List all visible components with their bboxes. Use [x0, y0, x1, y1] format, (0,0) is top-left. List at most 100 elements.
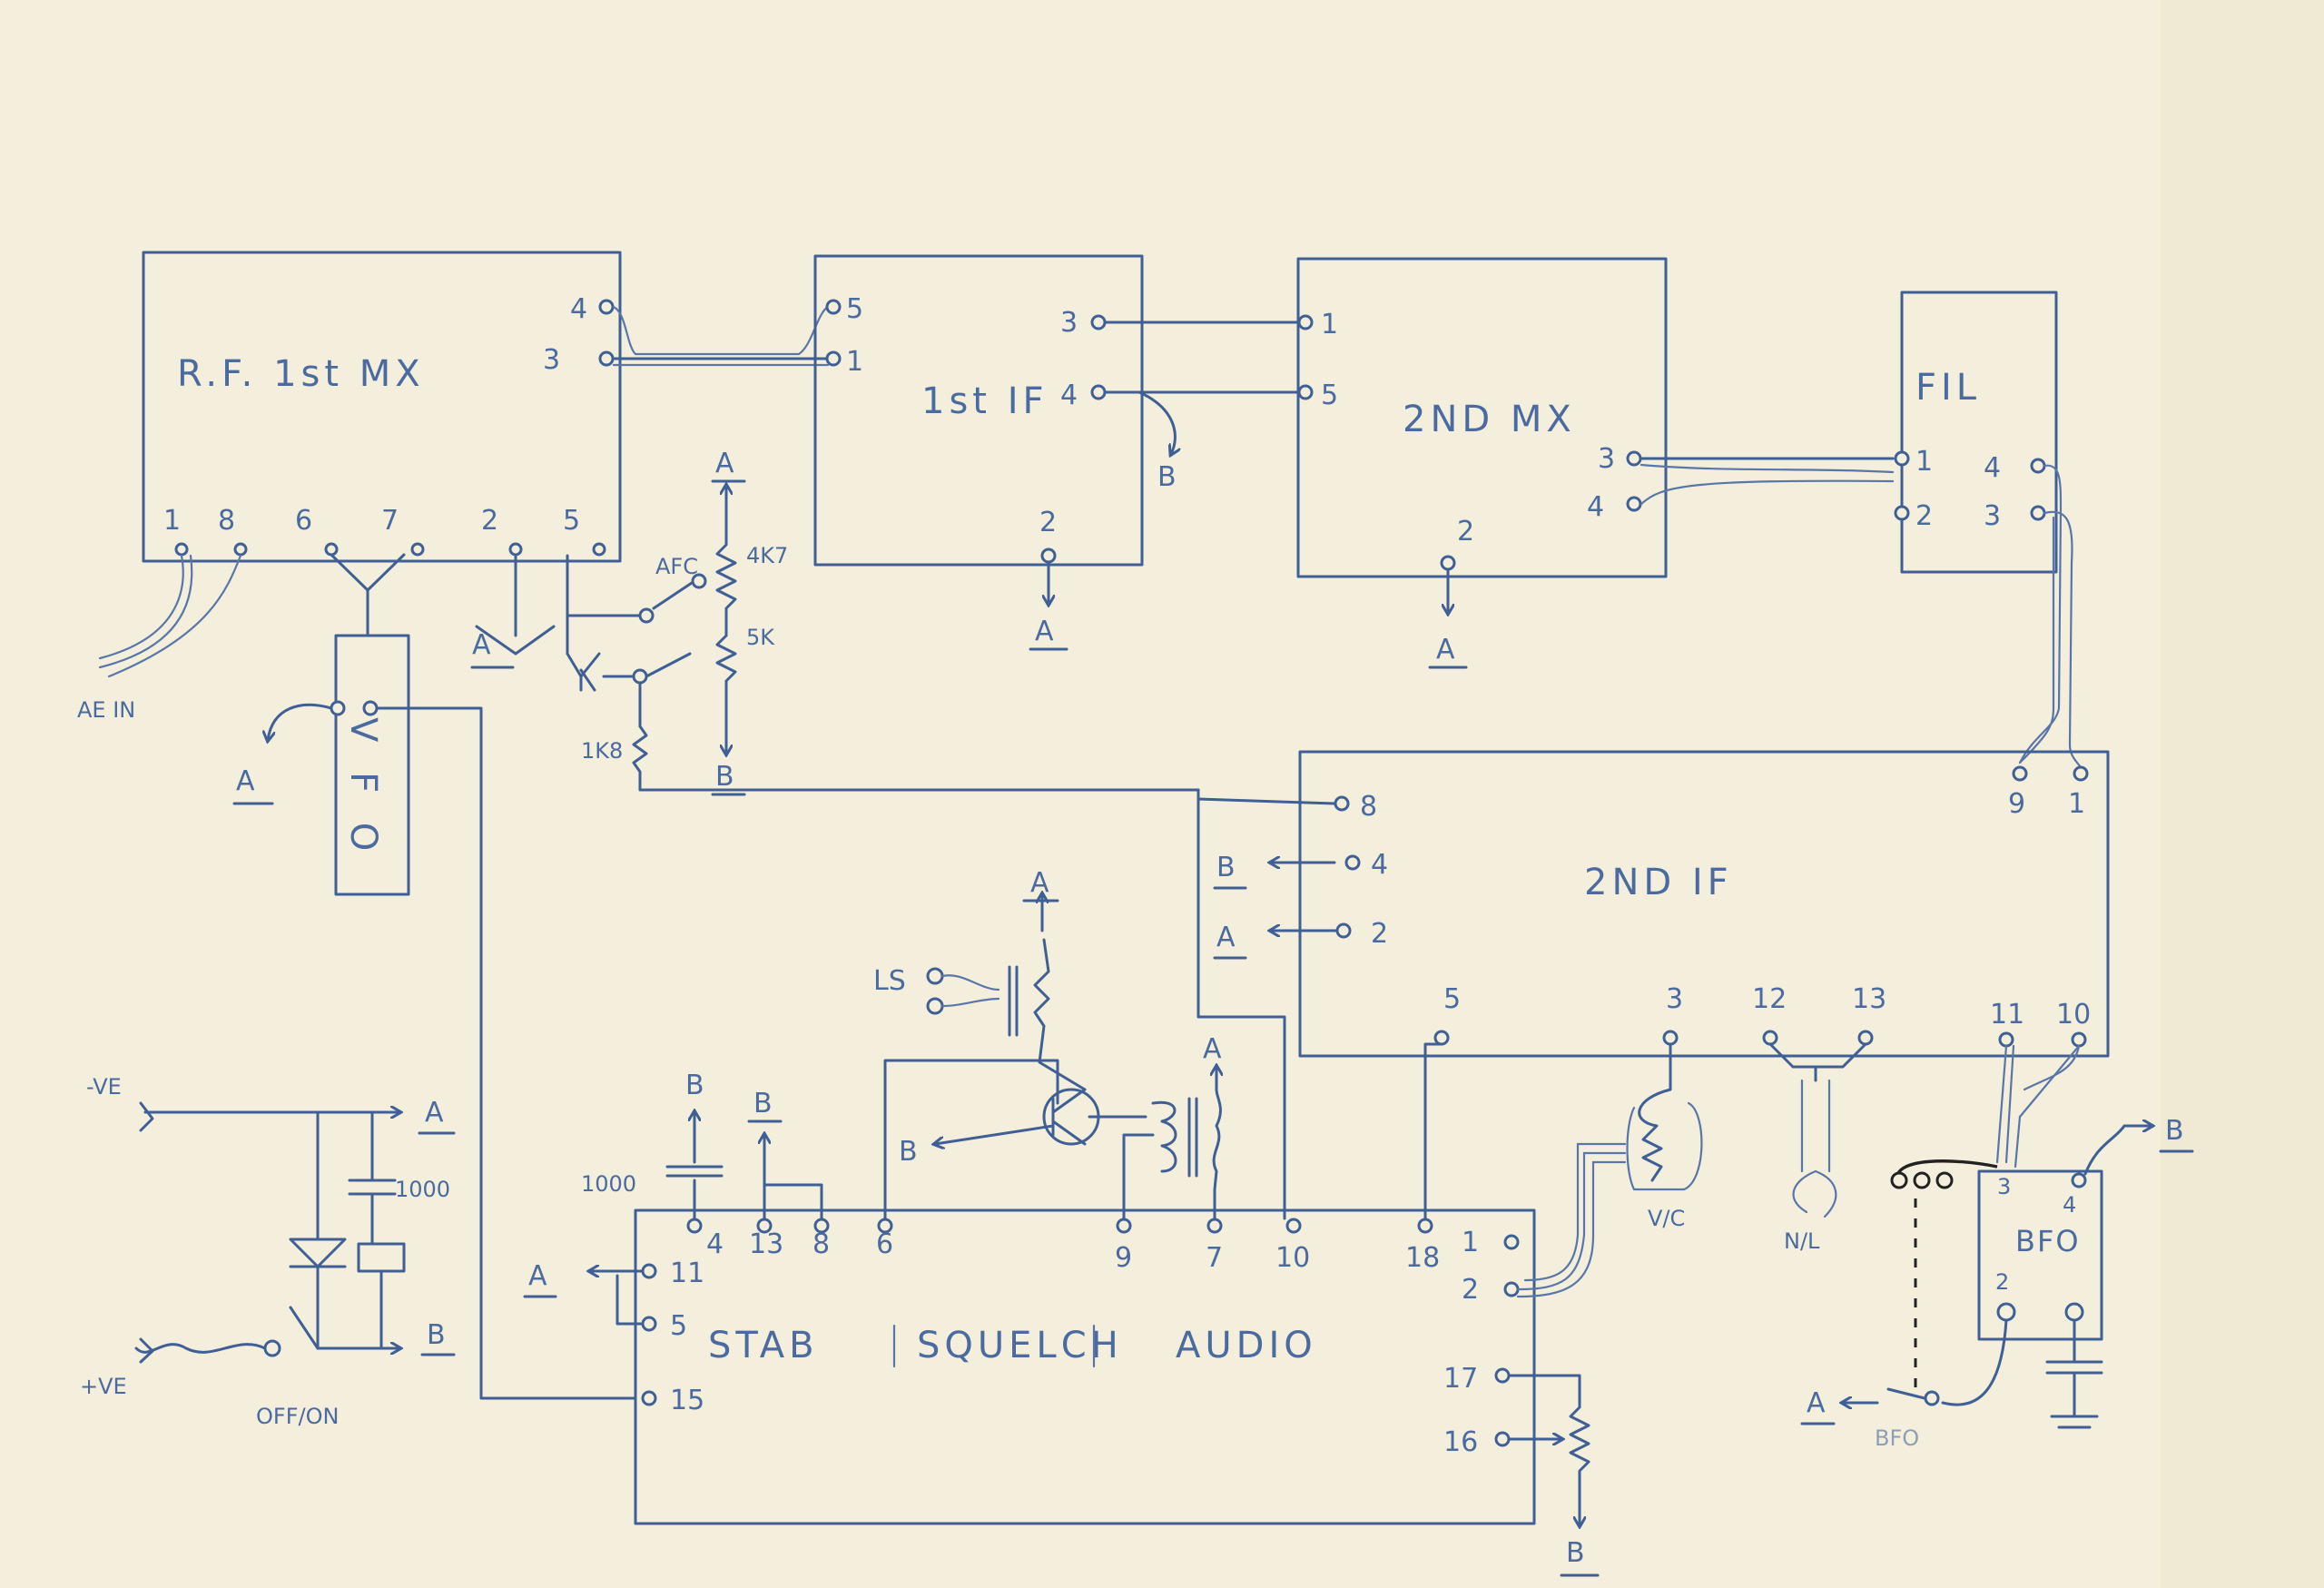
paper-edge-shade	[2161, 0, 2324, 1588]
audio-pin-17: 17	[1443, 1363, 1478, 1395]
mx2-pin-1: 1	[1321, 309, 1338, 340]
if1-pin-4: 4	[1060, 380, 1078, 411]
if2-pin10-lead	[2023, 1044, 2081, 1091]
volume-control-label: V/C	[1648, 1206, 1685, 1231]
afc-network: AFC 1K8 4K7 5K A B	[566, 448, 1200, 796]
block-audio: STAB SQUELCH AUDIO 4 13 8 6 9 7 10 18 11…	[523, 867, 1867, 1577]
rf-pin-4: 4	[570, 293, 587, 325]
audio-pin13-rail-b: B	[753, 1088, 773, 1119]
supply-rail-b: B	[427, 1319, 446, 1351]
negative-supply-label: -VE	[86, 1074, 122, 1100]
coax-rf-to-if1	[612, 305, 830, 367]
power-section: -VE A 1000 B +VE OFF/ON	[80, 1074, 456, 1429]
stab-label: STAB	[708, 1325, 819, 1366]
audio-pin-8: 8	[812, 1228, 830, 1260]
mx2-pin-5: 5	[1321, 380, 1338, 411]
bfo-switch-label: BFO	[1875, 1425, 1919, 1451]
c-1000-audio-label: 1000	[581, 1171, 636, 1197]
vfo-label: V F O	[342, 717, 384, 860]
audio18-to-if2-5	[1423, 1042, 1443, 1221]
fil-pin-2: 2	[1915, 500, 1933, 532]
if2-pin-4: 4	[1371, 849, 1388, 881]
audio-pin-16: 16	[1443, 1426, 1478, 1458]
fil-pin-3: 3	[1984, 500, 2001, 532]
audio-pin-1: 1	[1462, 1227, 1479, 1258]
antenna-input: AE IN	[77, 554, 242, 723]
ls-rail-a: A	[1030, 867, 1049, 899]
if1-pin-5: 5	[846, 293, 863, 325]
if2-pin8-to-audio-10	[1196, 788, 1286, 1220]
audio-rail-a: A	[528, 1260, 547, 1292]
transistor-rail-b: B	[899, 1136, 918, 1168]
pot-rail-a: A	[715, 448, 734, 479]
mx2-label: 2ND MX	[1403, 399, 1576, 440]
bfo-rail-b: B	[2165, 1115, 2184, 1147]
audio-pin-7: 7	[1206, 1242, 1223, 1274]
audio-pin-13: 13	[749, 1228, 783, 1260]
mx2-rail-a: A	[1436, 634, 1455, 666]
filter-label: FIL	[1915, 367, 1981, 409]
audio-pin-2: 2	[1462, 1274, 1479, 1306]
rf-pin-3: 3	[543, 344, 560, 376]
audio-pin-6: 6	[876, 1228, 893, 1260]
noise-limiter-label: N/L	[1784, 1228, 1820, 1254]
if2-label: 2ND IF	[1584, 862, 1733, 903]
if2-pin-13: 13	[1852, 983, 1886, 1015]
audio-pin-15: 15	[670, 1385, 704, 1416]
squelch-rail-b: B	[1566, 1537, 1585, 1569]
block-mx2: 2ND MX 1 5 3 4 2 A	[1296, 257, 1668, 669]
squelch-label: SQUELCH	[917, 1325, 1123, 1366]
if2-pin-9: 9	[2008, 788, 2025, 820]
vfo-feed	[330, 553, 406, 637]
rf-pin-2: 2	[481, 505, 498, 537]
ls-label: LS	[873, 965, 906, 997]
if2-pin-2: 2	[1371, 918, 1388, 950]
if2-pin-10: 10	[2056, 999, 2091, 1031]
r-5k-label: 5K	[746, 625, 775, 650]
rail-a-label: A	[472, 629, 491, 661]
positive-supply-label: +VE	[80, 1374, 127, 1399]
rf-pin-6: 6	[295, 505, 312, 537]
bfo-pin-3: 3	[1997, 1174, 2011, 1199]
if2-pin-3: 3	[1666, 983, 1683, 1015]
rf-pin2-to-a: A	[470, 553, 556, 669]
audio-pin-11: 11	[670, 1258, 704, 1289]
rf-pin-5: 5	[563, 505, 580, 537]
block-vfo: V F O A	[232, 634, 637, 1400]
vfo-to-pin15	[375, 706, 637, 1400]
block-bfo: BFO 3 4 2 B A BFO	[1800, 1044, 2194, 1451]
bfo-pin-2: 2	[1995, 1269, 2009, 1295]
if1-pin4-to-b	[1137, 390, 1175, 454]
if1-pin-3: 3	[1060, 307, 1078, 339]
if2-pin-12: 12	[1752, 983, 1787, 1015]
pot-rail-b: B	[715, 761, 734, 793]
rf-pin-1: 1	[163, 505, 181, 537]
if2-rail-b: B	[1216, 852, 1236, 883]
bfo-rail-a: A	[1807, 1387, 1826, 1419]
c-1000-supply-label: 1000	[395, 1177, 450, 1202]
rf-terminal-4	[598, 299, 615, 315]
audio-pin-10: 10	[1275, 1242, 1310, 1274]
if2-rail-a: A	[1216, 922, 1236, 953]
ae-in-label: AE IN	[77, 697, 135, 723]
block-rf-mixer: R.F. 1st MX 4 3 1 8 6 7 2 5	[142, 251, 622, 563]
off-on-label: OFF/ON	[256, 1404, 339, 1429]
afc-label: AFC	[655, 554, 698, 579]
cap-rail-b: B	[685, 1070, 704, 1101]
audio-pin-18: 18	[1405, 1242, 1440, 1274]
block-filter: FIL 1 2 4 3	[1894, 291, 2085, 774]
mx2-pin-3: 3	[1598, 443, 1615, 475]
if2-pin-5: 5	[1443, 983, 1461, 1015]
rf-pin-7: 7	[381, 505, 399, 537]
audio-pin-4: 4	[706, 1228, 724, 1260]
audio-pin-9: 9	[1115, 1242, 1132, 1274]
r-1k8-label: 1K8	[581, 738, 623, 764]
if1-rail-b: B	[1157, 461, 1177, 493]
if2-pin-11: 11	[1990, 999, 2024, 1031]
coax-mx2-to-fil	[1640, 457, 1895, 506]
if1-rail-a: A	[1035, 616, 1054, 647]
if2-pin-8: 8	[1360, 791, 1377, 823]
xfmr-rail-a: A	[1203, 1033, 1222, 1065]
bfo-pin-4: 4	[2063, 1192, 2076, 1218]
